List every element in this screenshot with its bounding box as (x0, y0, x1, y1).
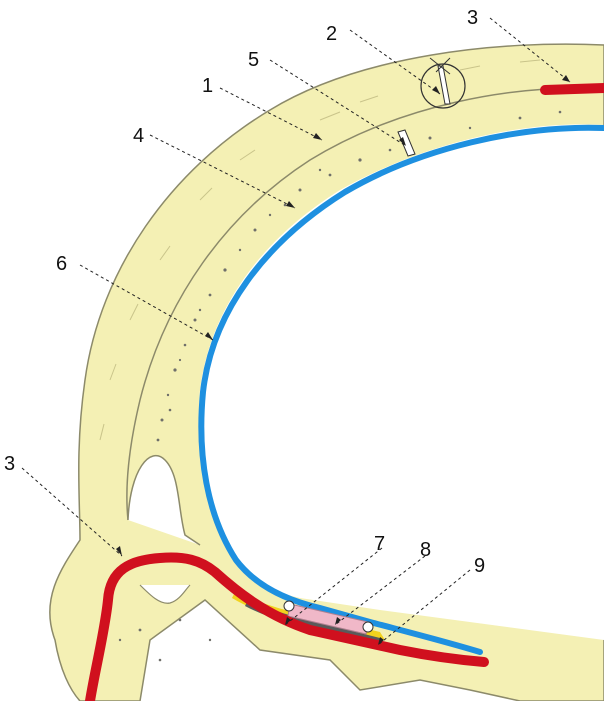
burr-hole-icon (420, 63, 466, 109)
label-9: 9 (474, 555, 485, 577)
artery-top (540, 83, 604, 95)
bone-notch (127, 454, 201, 546)
label-8: 8 (420, 539, 431, 561)
pink-graft (287, 603, 369, 635)
inner-table-cut (397, 129, 416, 157)
artery-lower-shadow (139, 584, 191, 604)
label-3-top: 3 (467, 7, 478, 29)
label-3-left: 3 (4, 453, 15, 475)
artery-lower (85, 552, 489, 701)
label-7: 7 (374, 533, 385, 555)
leader-arrowheads (116, 75, 570, 645)
inner-table-line (126, 86, 604, 521)
label-4: 4 (133, 125, 144, 147)
dura-line (198, 124, 604, 655)
label-6: 6 (56, 253, 67, 275)
label-1: 1 (202, 75, 213, 97)
label-5: 5 (248, 49, 259, 71)
suture-left-icon (283, 600, 295, 612)
cranial-cavity (198, 124, 604, 640)
bone-streaks (99, 59, 541, 441)
diploe-texture (118, 110, 562, 662)
suture-right-icon (362, 621, 374, 633)
burr-hole-x-icon (429, 57, 451, 75)
leader-lines (21, 17, 571, 646)
label-2: 2 (326, 23, 337, 45)
